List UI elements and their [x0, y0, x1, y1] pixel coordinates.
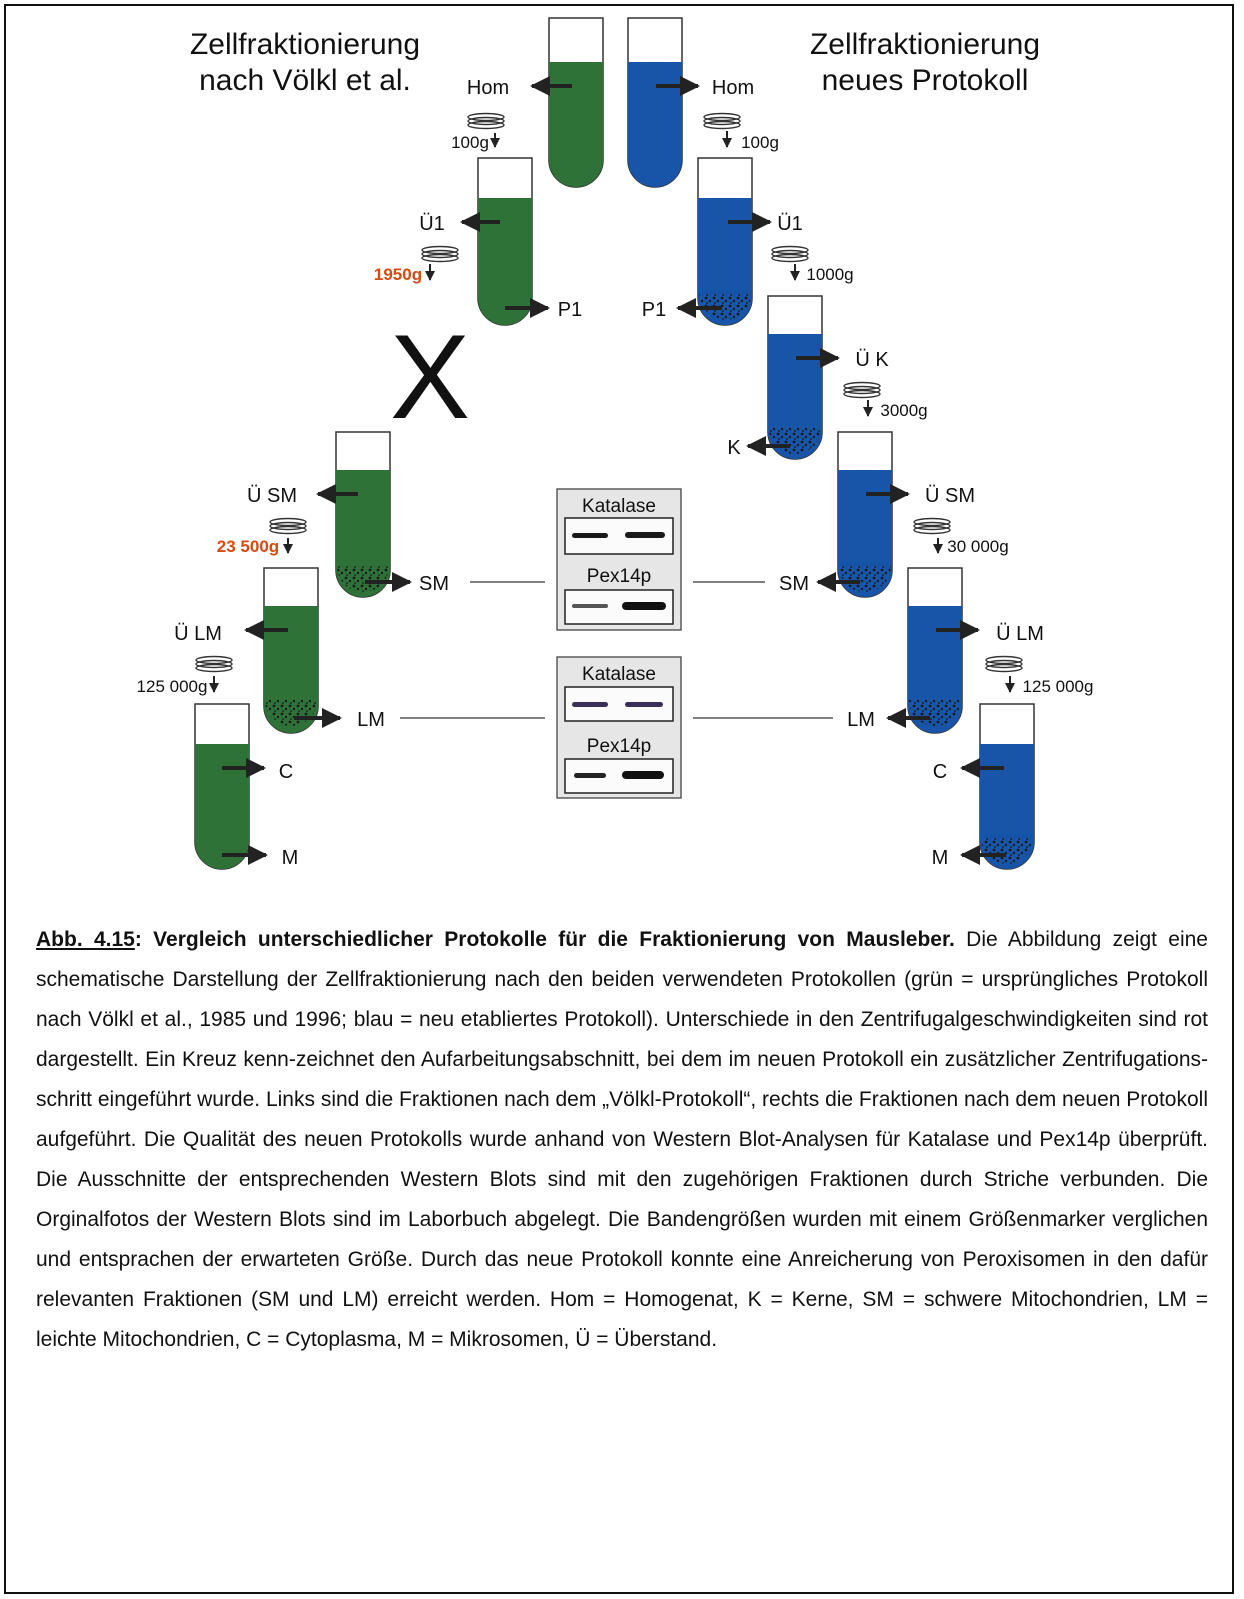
tube-right-6	[979, 703, 1035, 870]
label-left-p1: P1	[558, 299, 582, 321]
tube-right-4	[837, 431, 893, 598]
label-right-u1: Ü1	[777, 213, 803, 235]
label-left-hom: Hom	[467, 77, 509, 99]
label-left-u1: Ü1	[419, 213, 445, 235]
tube-left-3	[335, 431, 391, 598]
tube-right-3	[767, 295, 823, 460]
blot-panel-lm: Katalase Pex14p	[556, 656, 682, 799]
speed-right-2: 1000g	[806, 265, 853, 284]
label-right-uk: Ü K	[855, 349, 889, 371]
label-right-lm: LM	[847, 709, 875, 731]
caption-body: Die Abbildung zeigt eine schematische Da…	[36, 928, 1208, 1351]
label-right-p1: P1	[642, 299, 666, 321]
speed-right-1: 100g	[741, 133, 779, 152]
blot-panel-sm: Katalase Pex14p	[556, 488, 682, 631]
label-right-c: C	[933, 761, 947, 783]
label-right-ulm: Ü LM	[996, 623, 1044, 645]
label-right-usm: Ü SM	[925, 485, 975, 507]
right-title-line1: Zellfraktionierung	[810, 28, 1040, 61]
speed-left-4: 125 000g	[137, 677, 208, 696]
blot-sm-katalase-label: Katalase	[582, 496, 656, 517]
label-left-c: C	[279, 761, 293, 783]
speed-right-4: 30 000g	[947, 537, 1008, 556]
figure-frame	[4, 4, 1234, 1594]
caption-figure-number: Abb. 4.15	[36, 928, 135, 951]
right-title-line2: neues Protokoll	[822, 64, 1029, 97]
speed-right-5: 125 000g	[1023, 677, 1094, 696]
speed-left-2: 1950g	[374, 265, 422, 284]
tube-left-5	[194, 703, 250, 870]
fractionation-diagram: Zellfraktionierung nach Völkl et al. Zel…	[137, 17, 1094, 870]
blot-sm-pex14p-label: Pex14p	[587, 566, 651, 587]
speed-left-1: 100g	[451, 133, 489, 152]
speed-right-3: 3000g	[880, 401, 927, 420]
label-left-sm: SM	[419, 573, 449, 595]
tube-right-hom	[627, 17, 683, 188]
speed-left-3: 23 500g	[217, 537, 279, 556]
tube-left-2	[477, 157, 533, 326]
caption-title: : Vergleich unterschiedlicher Protokolle…	[134, 928, 955, 951]
label-right-sm: SM	[779, 573, 809, 595]
blot-lm-katalase-label: Katalase	[582, 664, 656, 685]
label-left-ulm: Ü LM	[174, 623, 222, 645]
label-left-m: M	[282, 847, 299, 869]
label-right-k: K	[727, 437, 741, 459]
cross-mark: X	[390, 310, 470, 444]
tube-left-4	[263, 567, 319, 734]
figure-caption: Abb. 4.15: Vergleich unterschiedlicher P…	[36, 920, 1208, 1360]
label-left-usm: Ü SM	[247, 485, 297, 507]
label-left-lm: LM	[357, 709, 385, 731]
left-title-line2: nach Völkl et al.	[199, 64, 411, 97]
tube-right-2	[697, 157, 753, 326]
blot-lm-pex14p-label: Pex14p	[587, 736, 651, 757]
label-right-m: M	[932, 847, 949, 869]
label-right-hom: Hom	[712, 77, 754, 99]
tube-right-5	[907, 567, 963, 734]
left-title-line1: Zellfraktionierung	[190, 28, 420, 61]
tube-left-hom	[548, 17, 604, 188]
